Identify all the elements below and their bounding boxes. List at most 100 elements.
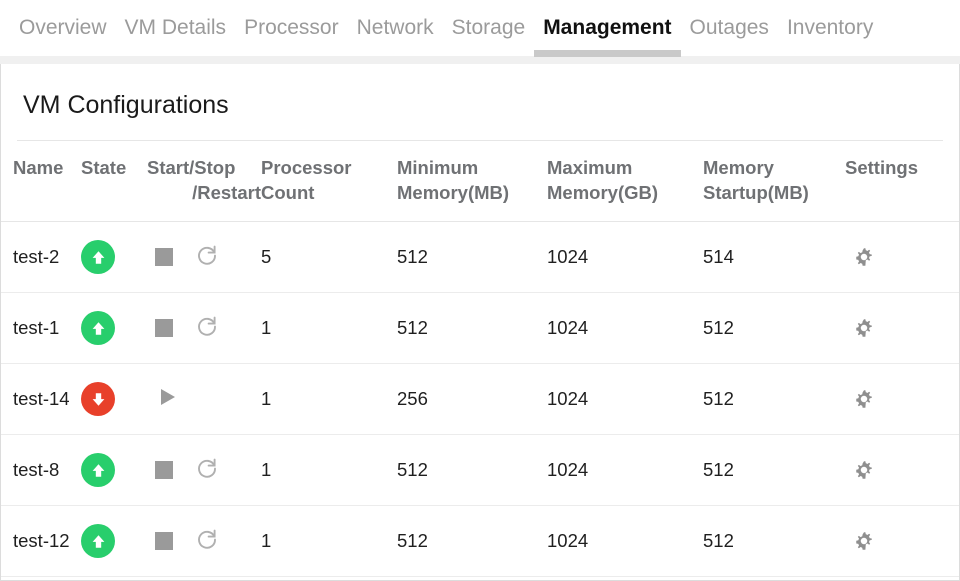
cell-processor-count: 1 [261,434,397,506]
restart-icon[interactable] [195,456,219,485]
cell-memory-startup: 514 [703,221,845,293]
column-header-line1: Name [13,157,64,178]
cell-start-stop-restart [147,292,261,364]
tab-network[interactable]: Network [348,14,443,42]
action-icon-group [147,385,261,414]
cell-start-stop-restart [147,434,261,506]
cell-minimum-memory: 512 [397,505,547,577]
gear-icon[interactable] [853,459,959,481]
arrow-up-circle-icon[interactable] [81,524,115,558]
play-icon[interactable] [155,385,179,414]
tab-label: Overview [19,16,107,39]
column-header-line1: Maximum [547,157,633,178]
column-header-line1: Settings [845,157,918,178]
cell-vm-name: test-12 [1,505,81,577]
column-header-line1: Processor [261,157,352,178]
page-title: VM Configurations [23,91,229,119]
restart-icon[interactable] [195,527,219,556]
cell-vm-name: test-2 [1,221,81,293]
tab-processor[interactable]: Processor [235,14,348,42]
column-header-state: State [81,141,147,222]
cell-memory-startup: 512 [703,363,845,435]
column-header-name: Name [1,141,81,222]
tab-management[interactable]: Management [534,14,681,57]
tab-inventory[interactable]: Inventory [778,14,882,42]
cell-memory-startup: 512 [703,505,845,577]
cell-processor-count: 5 [261,221,397,293]
cell-vm-name: test-1 [1,292,81,364]
arrow-up-circle-icon[interactable] [81,453,115,487]
column-header-line2: Count [261,182,315,203]
title-divider [17,140,943,141]
arrow-down-circle-icon[interactable] [81,382,115,416]
tab-label: Storage [451,16,526,39]
cell-processor-count: 1 [261,363,397,435]
cell-settings [845,292,959,364]
cell-state [81,434,147,506]
column-header-line2: Memory(GB) [547,182,659,203]
cell-state [81,505,147,577]
cell-memory-startup: 512 [703,292,845,364]
tab-label: Inventory [786,16,874,39]
column-header-line1: Memory [703,157,774,178]
stop-icon[interactable] [155,461,173,479]
column-header-line1: State [81,157,127,178]
action-icon-group [147,243,261,272]
column-header-line1: Start/Stop [147,157,236,178]
cell-processor-count: 1 [261,505,397,577]
column-header-settings: Settings [845,141,959,222]
tab-active-underline [534,50,681,57]
arrow-up-circle-icon[interactable] [81,240,115,274]
tab-label: VM Details [124,16,227,39]
cell-maximum-memory: 1024 [547,363,703,435]
cell-maximum-memory: 1024 [547,292,703,364]
stop-icon[interactable] [155,532,173,550]
cell-settings [845,434,959,506]
cell-settings [845,363,959,435]
cell-minimum-memory: 512 [397,221,547,293]
action-icon-group [147,456,261,485]
cell-state [81,363,147,435]
cell-minimum-memory: 512 [397,434,547,506]
cell-start-stop-restart [147,505,261,577]
stop-icon[interactable] [155,248,173,266]
cell-vm-name: test-14 [1,363,81,435]
tab-label: Management [543,16,672,39]
gear-icon[interactable] [853,317,959,339]
stop-icon[interactable] [155,319,173,337]
cell-maximum-memory: 1024 [547,221,703,293]
action-icon-group [147,314,261,343]
tab-vm-details[interactable]: VM Details [116,14,236,42]
cell-memory-startup: 512 [703,434,845,506]
restart-icon[interactable] [195,243,219,272]
tab-label: Outages [689,16,769,39]
gear-icon[interactable] [853,530,959,552]
cell-vm-name: test-8 [1,434,81,506]
tab-outages[interactable]: Outages [681,14,778,42]
cell-maximum-memory: 1024 [547,434,703,506]
tab-overview[interactable]: Overview [10,14,116,42]
gear-icon[interactable] [853,246,959,268]
cell-minimum-memory: 256 [397,363,547,435]
arrow-up-circle-icon[interactable] [81,311,115,345]
restart-icon[interactable] [195,314,219,343]
tab-storage[interactable]: Storage [443,14,535,42]
cell-minimum-memory: 512 [397,292,547,364]
gear-icon[interactable] [853,388,959,410]
cell-settings [845,505,959,577]
